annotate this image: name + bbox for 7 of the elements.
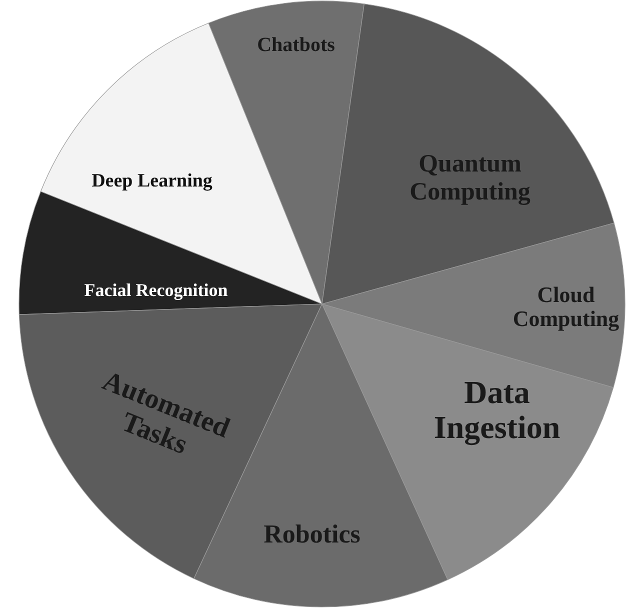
slice-label: Data Ingestion xyxy=(432,374,562,446)
slice-label: Facial Recognition xyxy=(83,281,229,301)
slice-label: Robotics xyxy=(262,520,362,550)
slice-label: Cloud Computing xyxy=(512,282,620,332)
slice-label: Chatbots xyxy=(256,34,336,56)
slice-label: Deep Learning xyxy=(90,172,214,192)
slice-label: Quantum Computing xyxy=(408,150,532,206)
